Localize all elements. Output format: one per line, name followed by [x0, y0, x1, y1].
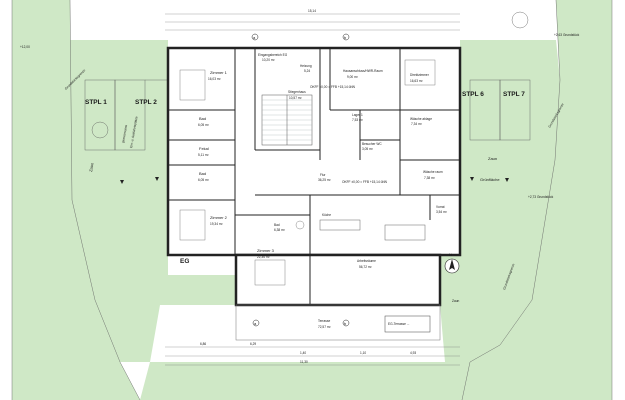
room-hausanschluss-area: 9,00 m² — [347, 75, 358, 79]
room-heizung-name: Heizung — [300, 64, 312, 68]
label-eing-abstellplaetze: Ein- u. Ausfahrtsplätze — [129, 116, 139, 148]
section-marker-b-top: b — [342, 33, 350, 41]
dim-bottom-e: 4,93 — [410, 351, 416, 355]
room-waesche-name: Wäsche ablage — [410, 117, 432, 121]
dimension-chain-top: 15,14 — [165, 9, 460, 31]
room-waescheraum-name: Wäsche raum — [423, 170, 443, 174]
building-walls — [166, 46, 462, 307]
label-zaun-bottom: Zaun — [452, 299, 459, 303]
room-zimmer1-area: 16,03 m² — [208, 77, 221, 81]
green-area-bottom — [140, 362, 470, 400]
room-zimmer2-area: 19,34 m² — [210, 222, 223, 226]
dimension-chain-bottom: 6,86 6,29 1,40 1,10 4,93 11,30 — [165, 342, 460, 366]
svg-text:b: b — [344, 35, 347, 40]
svg-text:a: a — [253, 35, 256, 40]
dim-bottom-b: 6,29 — [250, 342, 256, 346]
room-vorrat-area: 3,54 m² — [436, 210, 447, 214]
room-bad2-area: 6,05 m² — [198, 178, 209, 182]
staircase — [261, 94, 313, 146]
label-stpl1: STPL 1 — [85, 99, 107, 106]
room-zimmer2-name: Zimmer 2 — [210, 215, 228, 220]
room-terrasse-area: 72,57 m² — [318, 325, 331, 329]
room-terrasse-name: Terrasse — [318, 319, 330, 323]
furniture — [179, 59, 436, 286]
svg-text:N: N — [449, 252, 452, 257]
room-waescheraum-area: 7,38 m² — [424, 176, 435, 180]
annotation-level-right: +2,73 Grundstück — [528, 195, 554, 199]
room-heizung-area: 5,24 — [304, 69, 310, 73]
room-bad2-name: Bad — [199, 171, 206, 176]
north-arrow-icon: N — [444, 252, 460, 274]
room-bad3-name: Bad — [274, 223, 280, 227]
label-stpl7: STPL 7 — [503, 91, 525, 98]
dim-bottom-d: 1,10 — [360, 351, 366, 355]
green-strip-far-left — [12, 0, 140, 400]
room-bad1-name: Bad — [199, 116, 206, 121]
dim-bottom-a: 6,86 — [200, 342, 206, 346]
boundary-right — [461, 0, 561, 400]
boundary-left — [69, 0, 141, 400]
section-marker-b-bottom: b — [342, 319, 350, 327]
room-vorrat-name: Vorrat — [436, 205, 445, 209]
terrace-outline — [235, 304, 441, 341]
label-level-top-right: +2,63 Grundstück — [554, 33, 580, 37]
label-zaun-right: Zaun — [488, 156, 497, 161]
room-stiegenhaus-name: Stiegenhaus — [288, 90, 306, 94]
annotation-ffb2: OKFF ±0,00 = FFB +15,14 üNN — [310, 85, 356, 89]
room-lager-area: 7,53 m² — [352, 118, 363, 122]
room-flur-name: Flur — [320, 173, 326, 177]
dim-bottom-c: 1,40 — [300, 351, 306, 355]
marker-triangle-right — [470, 177, 474, 181]
dim-top-total: 15,14 — [308, 9, 316, 13]
room-bad1-area: 6,05 m² — [198, 123, 209, 127]
room-stiegenhaus-area: 10,57 m² — [289, 96, 302, 100]
green-strip-far-right — [462, 0, 612, 400]
room-direktzimmer-name: Direktzimmer — [410, 73, 430, 77]
room-arbeitsraum-name: Arbeitsräume — [357, 259, 376, 263]
room-besucherwc-area: 3,05 m² — [362, 147, 373, 151]
room-zimmer3-name: Zimmer 3 — [257, 248, 275, 253]
room-besucherwc-name: Besucher WC — [362, 142, 382, 146]
room-zimmer3-area: 22,36 m² — [257, 255, 270, 259]
room-direktzimmer-area: 16,63 m² — [410, 79, 423, 83]
room-eingang-area: 10,20 m² — [262, 58, 275, 62]
room-lager-name: Lager 1 — [352, 113, 363, 117]
svg-text:b: b — [344, 321, 347, 326]
annotation-ffb1: OKFF ±0,00 = FFB +15,14 üNN — [342, 180, 388, 184]
section-marker-a-bottom: a — [252, 319, 260, 327]
label-stpl6: STPL 6 — [462, 91, 484, 98]
room-eingang-name: Eingangsbereich EG — [258, 53, 288, 57]
label-gemeinsame: gemeinsame — [121, 124, 128, 143]
room-fekal-area: 5,11 m² — [198, 153, 209, 157]
room-arbeitsraum-area: 56,72 m² — [359, 265, 372, 269]
room-hausanschluss-name: Hausanschluss/HWR-Raum — [343, 69, 383, 73]
parking-bays-right — [469, 11, 531, 141]
marker-triangle-right2 — [505, 178, 509, 182]
marker-triangle-left — [120, 180, 124, 184]
room-zimmer1-name: Zimmer 1 — [210, 70, 228, 75]
label-stpl2: STPL 2 — [135, 99, 157, 106]
room-fekal-name: Fekal — [199, 146, 209, 151]
parking-bays-left — [84, 79, 168, 151]
note-box-text: EG-Terrasse ... — [388, 322, 410, 326]
svg-text:a: a — [254, 321, 257, 326]
interior-walls — [168, 48, 460, 305]
label-gruenflaeche: Grünfläche — [480, 177, 500, 182]
label-eg: EG — [180, 258, 189, 265]
room-flur-area: 36,25 m² — [318, 178, 331, 182]
section-marker-a-top: a — [251, 33, 259, 41]
label-level-left: +12,00 — [20, 45, 30, 49]
marker-triangle-left2 — [155, 177, 159, 181]
dim-bottom-f: 11,30 — [300, 360, 308, 364]
label-zaun-left: Zaun — [88, 162, 95, 172]
note-box — [384, 315, 431, 333]
room-waesche-area: 7,34 m² — [411, 122, 422, 126]
green-area-left — [70, 40, 236, 362]
room-kueche-name: Küche — [322, 213, 331, 217]
room-bad3-area: 6,38 m² — [274, 228, 285, 232]
